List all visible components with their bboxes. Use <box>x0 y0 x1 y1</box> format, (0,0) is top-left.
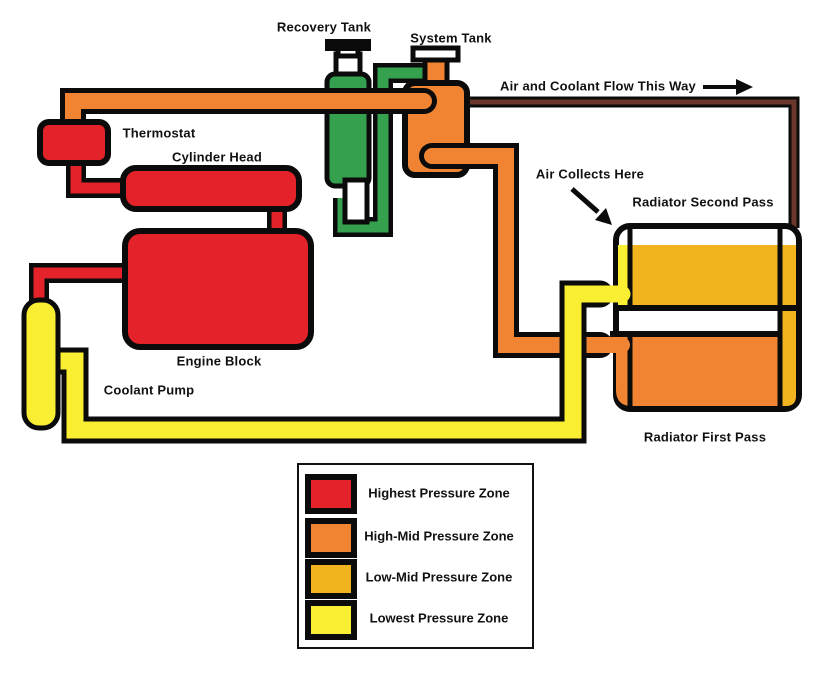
legend-swatch-high-mid <box>305 518 357 558</box>
pipe-thermostat-to-system-tank <box>60 88 437 139</box>
recovery-tank-cap <box>325 39 371 51</box>
legend-label-low-mid: Low-Mid Pressure Zone <box>365 569 513 585</box>
engine-block-label: Engine Block <box>176 353 262 369</box>
thermostat-label: Thermostat <box>122 125 196 141</box>
legend-label-highest: Highest Pressure Zone <box>368 485 510 501</box>
coolant-pump-label: Coolant Pump <box>103 382 195 398</box>
radiator-second-pass-label: Radiator Second Pass <box>632 194 774 210</box>
recovery-tank-label: Recovery Tank <box>276 19 372 35</box>
flow-direction-label: Air and Coolant Flow This Way <box>500 78 696 94</box>
air-coolant-line <box>455 96 800 228</box>
radiator-second-pass-core <box>620 245 780 306</box>
pipe-pump-to-engine <box>29 263 135 302</box>
cylinder-head-label: Cylinder Head <box>171 149 263 165</box>
pipe-radiator-to-pump <box>37 280 631 444</box>
legend-label-lowest: Lowest Pressure Zone <box>369 610 509 626</box>
engine-block-shape <box>122 228 314 350</box>
system-tank-label: System Tank <box>410 30 492 46</box>
flow-direction-arrow <box>703 79 753 95</box>
coolant-pump-shape <box>21 297 61 431</box>
pipe-system-tank-to-radiator <box>419 143 630 358</box>
pipe-thermostat-to-cylinder-head <box>66 160 135 198</box>
recovery-tank <box>324 39 372 225</box>
radiator-right-tank <box>780 245 796 406</box>
thermostat-block <box>37 119 111 166</box>
recovery-tank-outlet-tube <box>342 177 370 225</box>
cylinder-head-block <box>120 165 302 212</box>
pressure-zone-legend: Highest Pressure Zone High-Mid Pressure … <box>297 463 534 649</box>
legend-swatch-lowest <box>305 600 357 640</box>
radiator-left-tank-yellow <box>618 245 628 308</box>
system-tank-cap <box>410 45 461 63</box>
legend-swatch-low-mid <box>305 559 357 599</box>
air-collects-label: Air Collects Here <box>535 166 645 182</box>
legend-label-high-mid: High-Mid Pressure Zone <box>364 528 514 544</box>
radiator-first-pass-core <box>616 335 780 406</box>
air-collects-arrow <box>570 187 612 225</box>
legend-swatch-highest <box>305 474 357 514</box>
radiator <box>610 223 802 412</box>
radiator-first-pass-label: Radiator First Pass <box>643 429 767 445</box>
